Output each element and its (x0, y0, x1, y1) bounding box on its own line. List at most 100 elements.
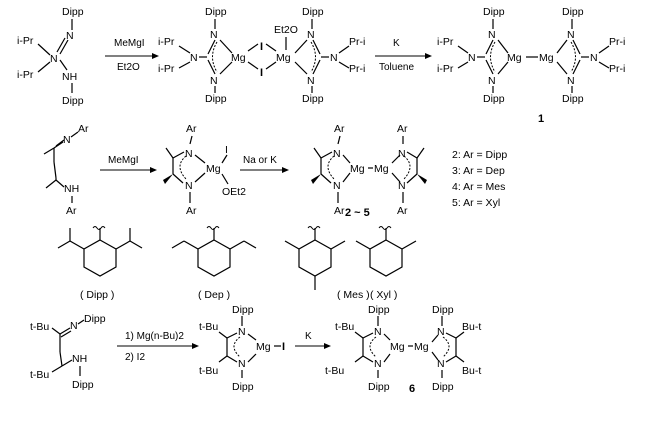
label-dipp: Dipp (562, 6, 584, 18)
label-dipp: Dipp (483, 93, 505, 105)
label-dipp: Dipp (562, 93, 584, 105)
label-ar: Ar (334, 123, 345, 135)
label-n: N (307, 29, 315, 41)
aryl-xyl: ( Xyl ) (355, 226, 417, 301)
label-iodide: I (260, 41, 263, 53)
label-tbu: t-Bu (335, 321, 354, 333)
label-n: N (567, 75, 575, 87)
label-mg: Mg (539, 52, 554, 64)
compound-number-2-5: 2 ~ 5 (345, 207, 370, 219)
label-dipp: Dipp (62, 6, 84, 18)
label-ar: Ar (334, 205, 345, 217)
label-n: N (488, 29, 496, 41)
label-n: N (333, 148, 341, 160)
label-iodide: I (282, 341, 285, 353)
arrow-6: K (295, 331, 331, 349)
compound-number-6: 6 (409, 383, 415, 395)
label-n: N (374, 358, 382, 370)
label-tbu: t-Bu (199, 365, 218, 377)
label-dipp: Dipp (368, 381, 390, 393)
label-pri: Pr-i (349, 63, 365, 75)
label-n: N (210, 75, 218, 87)
label-ipr: i-Pr (17, 69, 34, 81)
label-mg: Mg (276, 52, 291, 64)
legend-3: 3: Ar = Dep (452, 165, 505, 177)
label-n: N (238, 358, 246, 370)
mg-iodide-dimer: i-Pr i-Pr N N N Dipp Dipp Mg I I Mg Et2O… (158, 6, 365, 105)
reagent-k: K (393, 38, 400, 49)
label-ar: Ar (186, 123, 197, 135)
tbu-bdi-mgi: t-Bu Dipp N N t-Bu Dipp Mg I (199, 304, 285, 393)
label-ipr: i-Pr (437, 63, 454, 75)
label-n: N (398, 148, 406, 160)
label-mg: Mg (256, 341, 271, 353)
aryl-label-mes: ( Mes ) (337, 289, 370, 301)
label-n: N (238, 326, 246, 338)
label-n: N (63, 134, 71, 146)
reagent-memgi: MeMgI (114, 38, 145, 49)
label-n: N (307, 75, 315, 87)
guanidine-ligand: Dipp N N NH Dipp i-Pr i-Pr (17, 6, 84, 107)
bdi-ligand: N Ar NH Ar (43, 123, 89, 217)
label-nh: NH (62, 71, 77, 83)
label-n: N (185, 180, 193, 192)
label-ar: Ar (397, 123, 408, 135)
label-tbu: t-Bu (30, 321, 49, 333)
label-tbu: t-Bu (199, 321, 218, 333)
label-n: N (185, 148, 193, 160)
label-but: Bu-t (462, 365, 481, 377)
compound-number-1: 1 (538, 113, 544, 125)
label-tbu: t-Bu (325, 365, 344, 377)
label-dipp: Dipp (232, 381, 254, 393)
label-n: N (567, 29, 575, 41)
reagent-memgi: MeMgI (108, 155, 139, 166)
reagent-mgbu2: 1) Mg(n-Bu)2 (125, 331, 184, 342)
label-but: Bu-t (462, 321, 481, 333)
label-dipp: Dipp (483, 6, 505, 18)
label-n: N (374, 326, 382, 338)
reagent-k: K (305, 331, 312, 342)
label-et2o: Et2O (274, 24, 298, 36)
arrow-4: Na or K (240, 155, 289, 173)
label-mg: Mg (206, 163, 221, 175)
label-pri: Pr-i (609, 63, 625, 75)
label-dipp: Dipp (302, 6, 324, 18)
label-nh: NH (72, 353, 87, 365)
label-dipp: Dipp (302, 93, 324, 105)
label-n: N (66, 30, 74, 42)
label-ar: Ar (66, 205, 77, 217)
label-pri: Pr-i (609, 36, 625, 48)
legend-5: 5: Ar = Xyl (452, 197, 500, 209)
label-tbu: t-Bu (30, 369, 49, 381)
aryl-label-dipp: ( Dipp ) (80, 289, 114, 301)
label-mg: Mg (374, 163, 389, 175)
label-mg: Mg (350, 163, 365, 175)
compound-6: t-Bu Dipp N N t-Bu Dipp Mg Mg N N Bu-t B… (325, 304, 481, 395)
label-n: N (333, 180, 341, 192)
label-dipp: Dipp (205, 93, 227, 105)
bdi-mgi-etherate: Ar N N Ar Mg I OEt2 (163, 123, 246, 217)
arrow-2: K Toluene (375, 38, 432, 73)
label-dipp: Dipp (232, 304, 254, 316)
label-ar: Ar (78, 123, 89, 135)
reagent-toluene: Toluene (379, 62, 414, 73)
label-dipp: Dipp (62, 95, 84, 107)
compound-1: i-Pr i-Pr N N N Dipp Dipp Mg Mg N N Dipp… (437, 6, 625, 125)
label-n: N (488, 75, 496, 87)
aryl-dipp: ( Dipp ) (57, 226, 143, 301)
label-n: N (398, 180, 406, 192)
ar-legend: 2: Ar = Dipp 3: Ar = Dep 4: Ar = Mes 5: … (452, 149, 507, 209)
label-mg: Mg (507, 52, 522, 64)
label-mg: Mg (390, 341, 405, 353)
label-n: N (210, 29, 218, 41)
label-n: N (468, 52, 476, 64)
label-dipp: Dipp (72, 379, 94, 391)
compounds-2-5: Ar N N Ar Mg Mg N N Ar Ar 2 ~ 5 (311, 123, 427, 219)
label-dipp: Dipp (432, 304, 454, 316)
label-n: N (590, 52, 598, 64)
label-ipr: i-Pr (158, 36, 175, 48)
label-dipp: Dipp (84, 313, 106, 325)
label-oet2: OEt2 (222, 186, 246, 198)
label-iodide: I (260, 67, 263, 79)
